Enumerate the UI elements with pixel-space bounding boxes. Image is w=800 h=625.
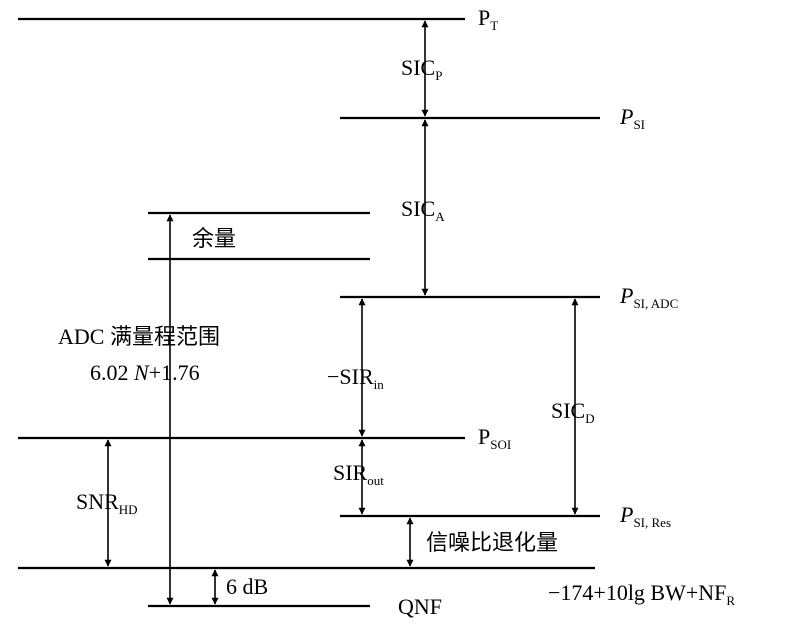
snr-hd-label: SNRHD — [76, 489, 138, 517]
sic-p-label: SICP — [401, 55, 442, 83]
sir-out-sub: out — [367, 473, 384, 488]
adc-range-label: ADC 满量程范围 — [58, 324, 220, 349]
psi-adc-main: P — [619, 283, 633, 308]
sic-p-sub: P — [435, 68, 442, 83]
adc-formula-part-b: +1.76 — [149, 360, 200, 385]
sir-in-label: −SIRin — [327, 364, 384, 392]
psi-main: P — [619, 104, 633, 129]
pt-sub: T — [490, 18, 498, 33]
psi-adc-sub: SI, ADC — [633, 296, 678, 311]
psoi-sub: SOI — [490, 437, 511, 452]
margin-label: 余量 — [192, 226, 236, 251]
psoi-label: PSOI — [478, 424, 511, 452]
sir-in-main: −SIR — [327, 364, 374, 389]
sic-a-sub: A — [435, 209, 445, 224]
noise-floor-sub: R — [726, 593, 735, 608]
psi-label: PSI — [619, 104, 645, 132]
snr-hd-sub: HD — [119, 502, 138, 517]
psi-adc-label: PSI, ADC — [619, 283, 678, 311]
qnf-label: QNF — [398, 594, 442, 619]
sir-out-label: SIRout — [333, 460, 384, 488]
adc-formula-n: N — [133, 360, 150, 385]
sic-d-label: SICD — [551, 398, 595, 426]
pt-main: P — [478, 5, 490, 30]
sic-d-main: SIC — [551, 398, 585, 423]
psi-res-main: P — [619, 502, 633, 527]
psi-res-label: PSI, Res — [619, 502, 671, 530]
six-db-label: 6 dB — [226, 574, 268, 599]
sic-p-main: SIC — [401, 55, 435, 80]
pt-label: PT — [478, 5, 498, 33]
psi-sub: SI — [633, 117, 645, 132]
snr-hd-main: SNR — [76, 489, 119, 514]
adc-formula-label: 6.02 N+1.76 — [90, 360, 200, 385]
adc-formula-part-a: 6.02 — [90, 360, 134, 385]
sic-a-main: SIC — [401, 196, 435, 221]
sic-d-sub: D — [585, 411, 594, 426]
noise-floor-label: −174+10lg BW+NFR — [548, 580, 735, 608]
sir-out-main: SIR — [333, 460, 368, 485]
sic-a-label: SICA — [401, 196, 445, 224]
degradation-label: 信噪比退化量 — [426, 530, 558, 555]
psi-res-sub: SI, Res — [633, 515, 671, 530]
psoi-main: P — [478, 424, 490, 449]
noise-floor-main: −174+10lg BW+NF — [548, 580, 726, 605]
sir-in-sub: in — [374, 377, 385, 392]
